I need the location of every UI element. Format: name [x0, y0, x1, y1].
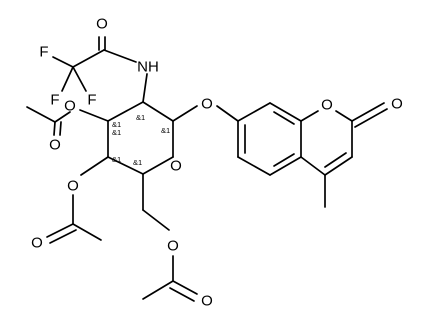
bond-cf-2	[61, 66, 74, 92]
bond-cac-o3	[53, 121, 56, 136]
bond-oanom-ar	[216, 105, 239, 122]
atom-O-amide: O	[96, 16, 108, 33]
bond-cac-o6-double	[169, 287, 195, 302]
stereo-label-c4: &1	[112, 155, 121, 164]
atom-O6: O	[167, 238, 179, 255]
bond-olac-c2	[335, 110, 353, 122]
bond-cac-o6	[172, 280, 198, 295]
bond-o3-cac	[54, 111, 71, 123]
stereo-label-c3a: &1	[112, 120, 121, 129]
bond-ar-1	[237, 102, 271, 122]
bond-cac-o4	[46, 223, 74, 238]
bond-cac-o4-double	[49, 229, 77, 244]
bond-ar-olac	[300, 110, 319, 122]
atom-O-lactone: O	[321, 97, 333, 114]
bonds	[26, 36, 388, 302]
bond-c4-c4a	[300, 156, 326, 176]
atom-F1: F	[39, 44, 48, 61]
bond-c-n	[103, 49, 137, 63]
bond-c2-ocarb	[351, 102, 385, 122]
atom-F3: F	[87, 92, 96, 109]
bond-c6-o6	[142, 209, 170, 231]
atom-O-acetyl-3: O	[49, 137, 61, 154]
atom-O-ring: O	[170, 158, 182, 175]
bond-ar-5	[237, 156, 271, 176]
bond-cac-me6	[142, 280, 174, 300]
bond-c3-c2	[107, 101, 144, 122]
stereo-label-c2: &1	[136, 113, 145, 122]
stereo-label-c1: &1	[161, 126, 170, 135]
bond-cac-me3	[26, 106, 56, 123]
atom-O-acetyl-4: O	[31, 235, 43, 252]
bond-c2-c1	[142, 101, 174, 122]
bond-c2-ocarb-double	[354, 108, 388, 128]
bond-cf-1	[52, 56, 74, 68]
atom-F2: F	[50, 92, 59, 109]
bond-ar-4-inner	[273, 153, 295, 167]
bond-cf-3	[72, 66, 87, 92]
bond-cac-o3-double	[59, 121, 62, 136]
bond-c3-o3	[79, 109, 109, 122]
atom-O-carbonyl: O	[391, 96, 403, 113]
bond-cac-me4	[72, 223, 102, 241]
bond-c3-c4-inner	[324, 152, 347, 168]
bond-ar-2	[269, 102, 302, 122]
atom-labels: O F F F NH O O O O O O O O O O	[31, 16, 403, 310]
bond-ar-4	[269, 156, 302, 176]
stereo-label-c5: &1	[133, 158, 142, 167]
atom-O-anomeric: O	[201, 96, 213, 113]
atom-O-acetyl-6: O	[201, 293, 213, 310]
bond-oring-c5	[142, 156, 174, 175]
atom-O3: O	[64, 98, 76, 115]
stereo-label-c3b: &1	[112, 128, 121, 137]
atom-NH: NH	[137, 59, 159, 76]
atom-O4: O	[67, 178, 79, 195]
bond-c5-c4	[107, 156, 144, 175]
bond-c3-c4	[324, 156, 353, 176]
stereo-labels: &1 &1 &1 &1 &1 &1	[112, 113, 170, 167]
bond-n-c2	[142, 73, 148, 103]
bond-c1-oanom	[172, 105, 198, 122]
bond-c4-o4	[80, 156, 109, 176]
bond-c-c-tfa	[72, 49, 105, 68]
bond-ar-2-inner	[273, 111, 295, 125]
